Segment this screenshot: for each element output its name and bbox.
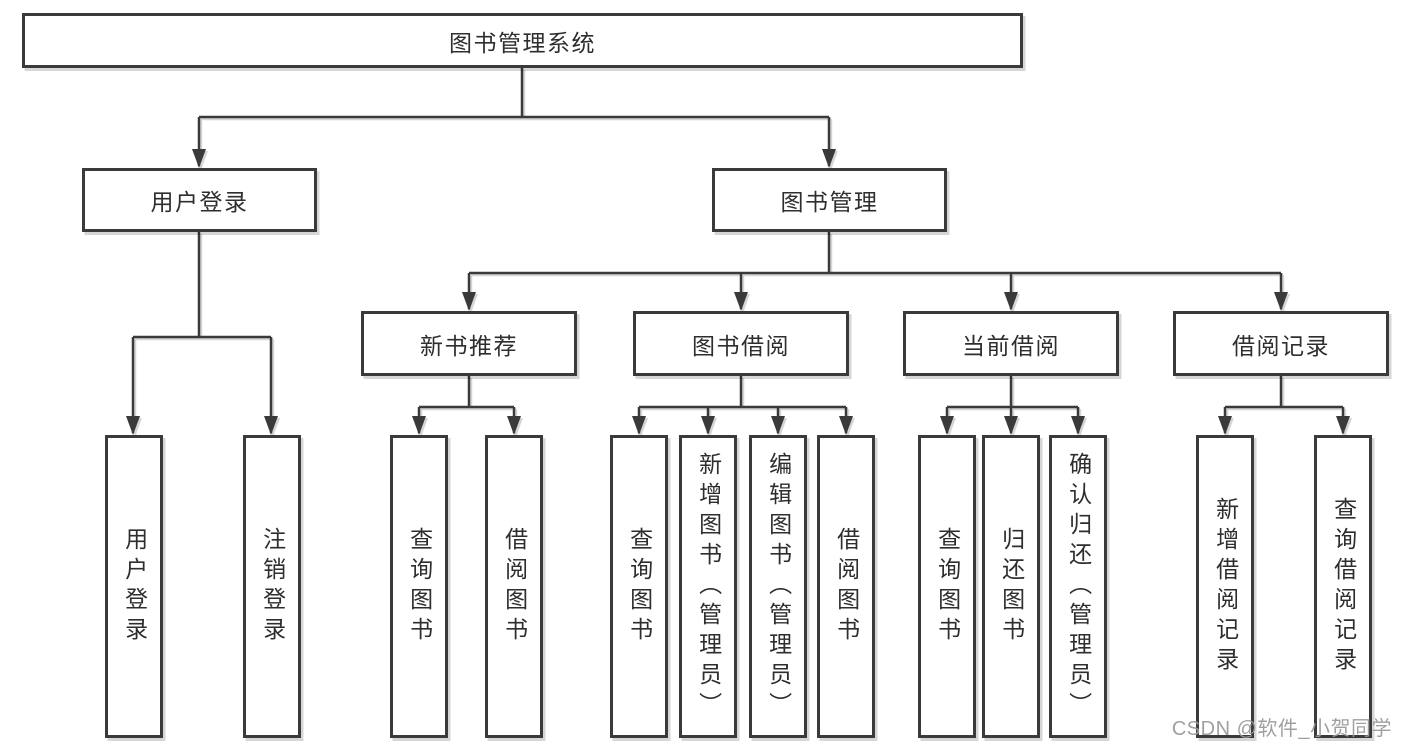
leaf-return-book: 归还图书 [982,435,1040,738]
node-current-borrow: 当前借阅 [903,311,1119,376]
node-new-book-recommend: 新书推荐 [361,311,577,376]
leaf-query-books-borrow-label: 查询图书 [626,526,653,647]
leaf-user-login: 用户登录 [105,435,163,738]
node-user-login-label: 用户登录 [150,189,249,215]
leaf-borrow-books-label: 借阅图书 [833,526,860,647]
leaf-logout-label: 注销登录 [259,526,286,647]
leaf-query-books-borrow: 查询图书 [610,435,668,738]
leaf-add-borrow-record-label: 新增借阅记录 [1212,496,1239,677]
node-book-management-label: 图书管理 [780,189,879,215]
leaf-add-book-admin-label: 新增图书（管理员） [695,451,722,722]
node-current-borrow-label: 当前借阅 [962,332,1060,359]
node-borrow-records: 借阅记录 [1173,311,1389,376]
leaf-query-books-current-label: 查询图书 [934,526,961,647]
node-book-borrow: 图书借阅 [633,311,849,376]
node-book-management: 图书管理 [712,168,947,232]
node-root: 图书管理系统 [22,13,1023,68]
leaf-user-login-label: 用户登录 [121,526,148,647]
leaf-edit-book-admin-label: 编辑图书（管理员） [765,451,792,722]
node-new-book-recommend-label: 新书推荐 [420,332,518,359]
leaf-return-book-label: 归还图书 [998,526,1025,647]
csdn-watermark: CSDN @软件_小贺同学 [1171,718,1392,740]
node-borrow-records-label: 借阅记录 [1232,332,1330,359]
leaf-add-book-admin: 新增图书（管理员） [679,435,737,738]
node-book-borrow-label: 图书借阅 [692,332,790,359]
leaf-borrow-books-recommend-label: 借阅图书 [501,526,528,647]
leaf-confirm-return-admin: 确认归还（管理员） [1049,435,1107,738]
leaf-query-books-current: 查询图书 [918,435,976,738]
node-user-login: 用户登录 [82,168,317,232]
leaf-borrow-books: 借阅图书 [817,435,875,738]
leaf-logout: 注销登录 [243,435,301,738]
node-root-label: 图书管理系统 [449,29,596,56]
leaf-query-books-recommend-label: 查询图书 [406,526,433,647]
leaf-query-books-recommend: 查询图书 [390,435,448,738]
leaf-edit-book-admin: 编辑图书（管理员） [749,435,807,738]
leaf-query-borrow-record: 查询借阅记录 [1314,435,1372,738]
leaf-confirm-return-admin-label: 确认归还（管理员） [1065,451,1092,722]
leaf-borrow-books-recommend: 借阅图书 [485,435,543,738]
leaf-add-borrow-record: 新增借阅记录 [1196,435,1254,738]
leaf-query-borrow-record-label: 查询借阅记录 [1330,496,1357,677]
